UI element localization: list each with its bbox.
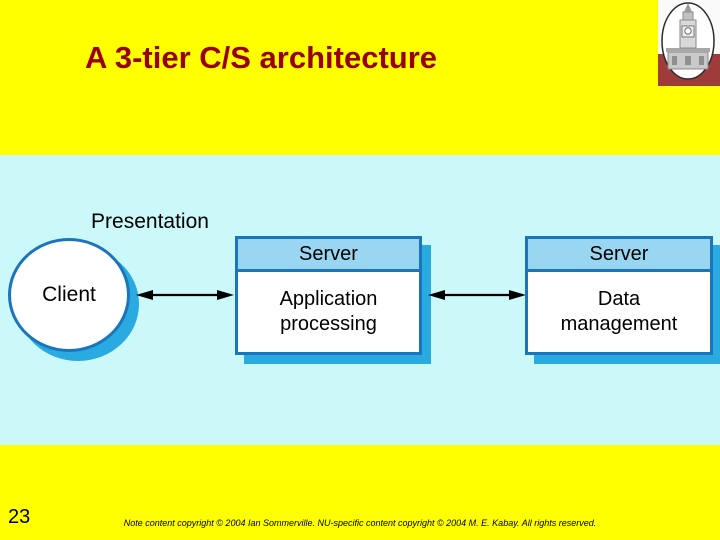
data-server-node: Server Data management — [525, 236, 713, 355]
application-server-body-text: Application processing — [279, 288, 378, 335]
page-number: 23 — [8, 506, 31, 528]
slide-title: A 3-tier C/S architecture — [85, 40, 438, 75]
client-node: Client — [8, 238, 130, 352]
application-server-header: Server — [238, 239, 419, 272]
data-server-header: Server — [528, 239, 710, 272]
appserver-dataserver-arrow-icon — [428, 290, 526, 300]
application-server-body: Application processing — [238, 272, 419, 352]
application-server-node: Server Application processing — [235, 236, 422, 355]
university-tower-logo-graphic — [658, 0, 720, 86]
presentation-label: Presentation — [91, 210, 209, 233]
client-appserver-arrow-icon — [136, 290, 234, 300]
copyright-footer: Note content copyright © 2004 Ian Sommer… — [123, 518, 597, 528]
data-server-body-text: Data management — [560, 288, 678, 335]
client-label: Client — [42, 283, 96, 306]
university-tower-logo — [658, 0, 720, 86]
data-server-body: Data management — [528, 272, 710, 352]
